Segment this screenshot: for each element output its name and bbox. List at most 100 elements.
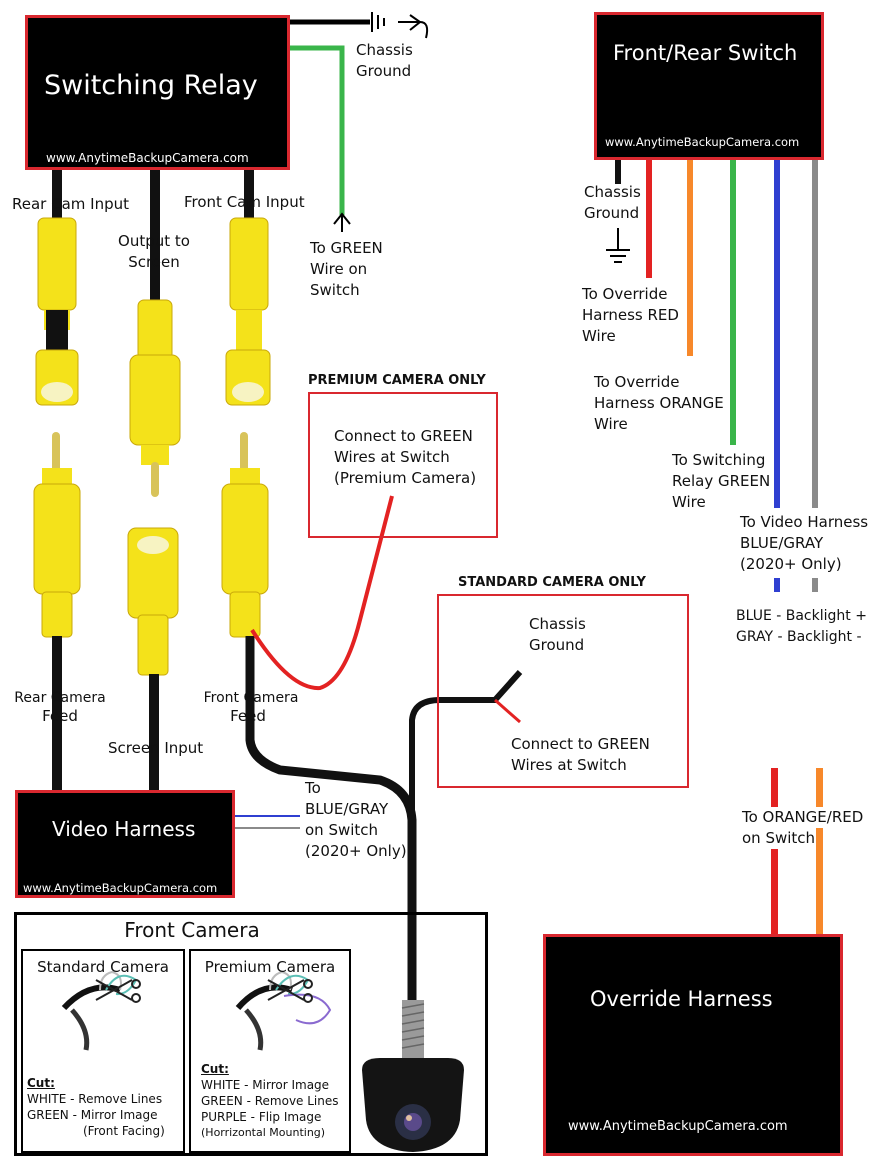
premium-only-line1: Connect to GREEN (334, 427, 473, 445)
switch-red-wire (646, 160, 652, 278)
front-camera-box: Front Camera Standard Camera Cut: WHITE … (14, 912, 488, 1156)
video-harness-url: www.AnytimeBackupCamera.com (23, 881, 218, 895)
standard-only-line2: Wires at Switch (511, 756, 627, 774)
standard-cut-line-2: GREEN - Mirror Image (27, 1108, 158, 1122)
rear-input-rca-connector (35, 217, 79, 406)
switch-ground-label-1: Chassis (584, 183, 641, 201)
front-input-cable (244, 170, 254, 220)
relay-chassis-ground-label-2: Ground (356, 62, 412, 80)
to-orange-red-label-2: on Switch (742, 828, 816, 849)
standard-green-red-wire (494, 698, 521, 724)
front-input-rca-connector (225, 217, 271, 406)
premium-camera-title: Premium Camera (204, 958, 336, 976)
switch-ground-wire (615, 160, 621, 184)
output-cable (150, 170, 160, 318)
override-orange-wire (816, 768, 823, 934)
to-green-label-1: To GREEN (310, 239, 383, 257)
switch-blue-wire (774, 160, 780, 508)
rear-input-cable (52, 170, 62, 220)
screen-input-cable (149, 674, 159, 792)
relay-chassis-ground-label-1: Chassis (356, 41, 413, 59)
override-harness-url: www.AnytimeBackupCamera.com (568, 1119, 788, 1134)
relay-green-label-1: To Switching (672, 451, 766, 469)
switch-gray-wire (812, 160, 818, 508)
video-harness-label-2: BLUE/GRAY (740, 534, 824, 552)
standard-cut-label: Cut: (27, 1076, 55, 1090)
to-orange-red-label-1: To ORANGE/RED (742, 807, 864, 828)
premium-only-line2: Wires at Switch (334, 448, 450, 466)
standard-only-heading: STANDARD CAMERA ONLY (458, 575, 646, 590)
override-red-label-2: Harness RED (582, 306, 679, 324)
relay-green-label-2: Relay GREEN (672, 472, 771, 490)
backlight-label-2: GRAY - Backlight - (736, 629, 862, 645)
relay-green-label-3: Wire (672, 493, 706, 511)
standard-only-ground1: Chassis (529, 615, 586, 633)
override-orange-label-2: Harness ORANGE (594, 394, 724, 412)
to-bluegray-label-4: (2020+ Only) (305, 842, 407, 860)
arrow-up-icon (333, 212, 351, 232)
green-wire-relay (288, 45, 345, 215)
scissors-icon-premium (267, 979, 313, 1003)
standard-camera-title: Standard Camera (37, 958, 169, 976)
override-orange-label-1: To Override (594, 373, 680, 391)
rear-feed-label-2: Feed (42, 707, 78, 725)
premium-cut-line-1: WHITE - Mirror Image (201, 1078, 330, 1092)
front-cam-input-label: Front Cam Input (184, 193, 305, 211)
switch-green-wire (730, 160, 736, 445)
output-to-screen-label-1: Output to (118, 232, 190, 250)
chassis-ground-icon (371, 12, 429, 39)
rear-cam-input-label: Rear Cam Input (12, 195, 129, 213)
backlight-label-1: BLUE - Backlight + (736, 608, 867, 624)
switching-relay-title: Switching Relay (44, 70, 258, 101)
override-red-label-3: Wire (582, 327, 616, 345)
override-harness-box: Override Harness www.AnytimeBackupCamera… (543, 934, 843, 1156)
premium-cut-wires-icon (235, 970, 332, 1051)
front-feed-label-2: Feed (230, 707, 266, 725)
premium-cut-line-4: (Horrizontal Mounting) (201, 1126, 326, 1139)
premium-camera-panel: Premium Camera Cut: WHITE - Mirror Image… (189, 949, 351, 1153)
to-green-label-3: Switch (310, 281, 360, 299)
video-harness-label-3: (2020+ Only) (740, 555, 842, 573)
override-red-label-1: To Override (582, 285, 668, 303)
switch-orange-wire (687, 160, 693, 356)
rear-feed-cable (52, 636, 62, 792)
to-green-label-2: Wire on (310, 260, 368, 278)
premium-only-box: Connect to GREEN Wires at Switch (Premiu… (308, 392, 498, 538)
premium-only-line3: (Premium Camera) (334, 469, 477, 487)
front-rear-switch-title: Front/Rear Switch (613, 41, 798, 65)
switching-relay-url: www.AnytimeBackupCamera.com (46, 151, 249, 165)
front-rear-switch-box: Front/Rear Switch www.AnytimeBackupCamer… (594, 12, 824, 160)
to-bluegray-label-3: on Switch (305, 821, 379, 839)
override-orange-label-3: Wire (594, 415, 628, 433)
rear-feed-label-1: Rear Camera (14, 690, 106, 706)
output-rca-connector (129, 299, 181, 497)
standard-camera-panel: Standard Camera Cut: WHITE - Remove Line… (21, 949, 185, 1153)
premium-cut-label: Cut: (201, 1062, 229, 1076)
standard-only-box: Chassis Ground Connect to GREEN Wires at… (437, 594, 689, 788)
screen-input-label: Screen Input (108, 739, 204, 757)
standard-only-line1: Connect to GREEN (511, 735, 650, 753)
rear-feed-rca-connector (33, 432, 81, 638)
standard-only-ground2: Ground (529, 636, 585, 654)
output-to-screen-label-2: Screen (128, 253, 180, 271)
to-bluegray-label-2: BLUE/GRAY (305, 800, 389, 818)
premium-cut-line-3: PURPLE - Flip Image (201, 1110, 322, 1124)
video-harness-title: Video Harness (52, 817, 196, 841)
premium-only-heading: PREMIUM CAMERA ONLY (308, 373, 486, 388)
standard-cut-line-3: (Front Facing) (83, 1124, 165, 1138)
front-feed-rca-connector (221, 432, 269, 638)
switching-relay-box: Switching Relay www.AnytimeBackupCamera.… (25, 15, 290, 170)
switch-ground-icon (606, 228, 630, 263)
scissors-icon (95, 979, 141, 1003)
premium-red-wire (250, 495, 394, 691)
to-bluegray-label-1: To (305, 779, 321, 797)
front-feed-label-1: Front Camera (203, 690, 299, 706)
standard-cut-line-1: WHITE - Remove Lines (27, 1092, 163, 1106)
override-harness-title: Override Harness (590, 987, 773, 1011)
front-camera-title: Front Camera (124, 918, 260, 942)
video-harness-box: Video Harness www.AnytimeBackupCamera.co… (15, 790, 235, 898)
switch-blue-stub (774, 578, 780, 592)
switch-ground-label-2: Ground (584, 204, 640, 222)
screen-input-rca-connector (127, 527, 179, 676)
